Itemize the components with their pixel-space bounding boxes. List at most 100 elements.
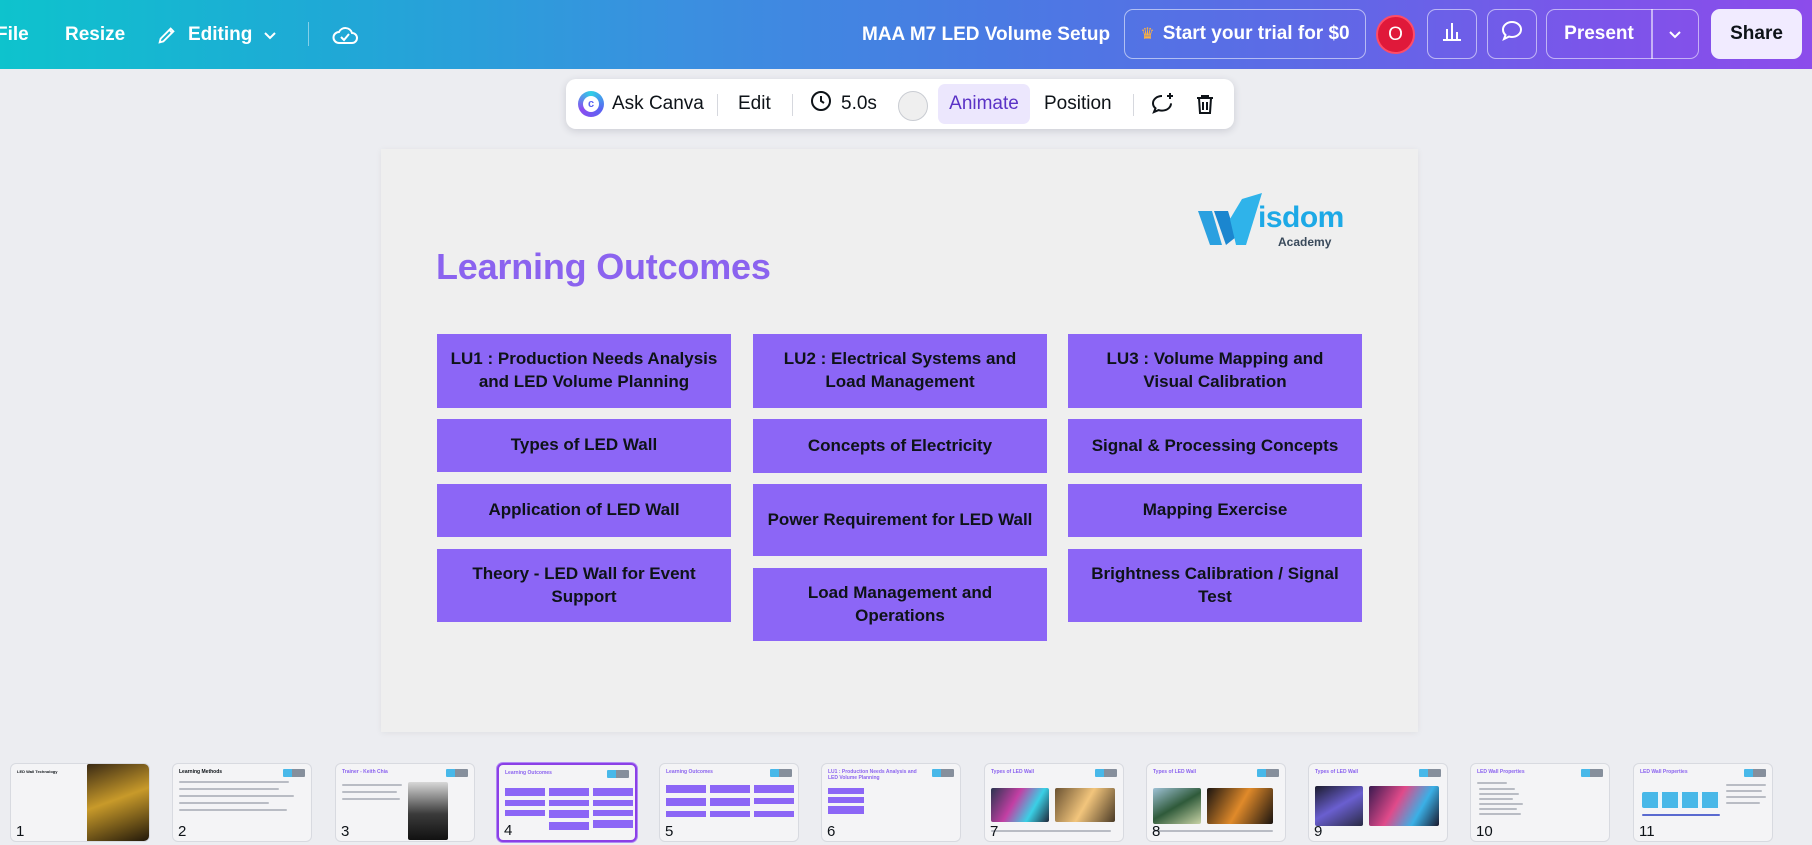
share-button[interactable]: Share [1711,9,1802,59]
thumbnail-line [991,830,1111,832]
page-thumbnail-4[interactable]: Learning Outcomes 4 [497,763,637,842]
thumbnail-box [593,788,633,796]
thumbnail-box [593,820,633,828]
thumbnail-line [179,795,294,797]
thumbnail-logo [1095,769,1117,777]
thumbnail-image [991,788,1049,822]
divider [717,94,718,116]
duration-button[interactable]: 5.0s [809,79,877,129]
outcome-box[interactable]: Types of LED Wall [437,419,731,472]
thumbnail-logo [607,770,629,778]
slide-title[interactable]: Learning Outcomes [436,246,771,287]
thumbnail-line [179,788,279,790]
thumbnail-line [1153,830,1273,832]
thumbnail-box [710,785,750,793]
chevron-down-icon[interactable] [1653,26,1699,42]
editing-mode-button[interactable]: Editing [156,0,278,69]
page-number: 5 [665,823,674,840]
thumbnail-box [666,811,706,817]
page-thumbnail-1[interactable]: LED Wall Technology 1 [10,763,150,842]
present-button[interactable]: Present [1546,9,1699,59]
divider [308,22,309,46]
page-thumbnail-5[interactable]: Learning Outcomes 5 [659,763,799,842]
outcome-box[interactable]: Signal & Processing Concepts [1068,419,1362,473]
document-title[interactable]: MAA M7 LED Volume Setup [862,23,1111,45]
page-thumbnail-6[interactable]: LU1 : Production Needs Analysis and LED … [821,763,961,842]
canva-assistant-icon: c [578,91,604,117]
page-number: 7 [990,823,999,840]
thumbnail-logo [1581,769,1603,777]
page-thumbnail-11[interactable]: LED Wall Properties 11 [1633,763,1773,842]
animate-button[interactable]: Animate [938,84,1030,124]
outcome-box[interactable]: Brightness Calibration / Signal Test [1068,549,1362,622]
thumbnail-logo [932,769,954,777]
page-thumbnail-7[interactable]: Types of LED Wall 7 [984,763,1124,842]
file-menu[interactable]: File [0,23,29,45]
add-comment-icon[interactable] [1150,79,1176,129]
color-swatch[interactable] [898,91,928,121]
thumbnail-image [1055,788,1115,822]
thumbnail-line [1479,808,1517,810]
thumbnail-line [342,784,402,786]
present-label: Present [1564,23,1634,44]
thumbnail-logo [1257,769,1279,777]
thumbnail-line [1479,788,1515,790]
trash-icon[interactable] [1193,79,1217,129]
crown-icon: ♛ [1140,26,1155,43]
page-number: 3 [341,823,350,840]
start-trial-button[interactable]: ♛ Start your trial for $0 [1124,9,1366,59]
thumbnail-line [1479,798,1513,800]
outcome-box[interactable]: Concepts of Electricity [753,419,1047,473]
editing-label: Editing [188,23,253,45]
thumbnail-title: LED Wall Properties [1640,769,1688,775]
thumbnail-line [179,802,269,804]
outcome-box-lu1[interactable]: LU1 : Production Needs Analysis and LED … [437,334,731,408]
ask-canva-label: Ask Canva [612,93,704,114]
thumbnail-logo [446,769,468,777]
thumbnail-box [593,800,633,806]
page-thumbnail-3[interactable]: Trainer - Keith Chia 3 [335,763,475,842]
wisdom-academy-logo[interactable]: isdom Academy [1196,189,1361,253]
thumbnail-line [342,798,400,800]
page-number: 11 [1639,823,1655,840]
thumbnail-title: Types of LED Wall [991,769,1035,775]
cloud-saved-icon[interactable] [331,0,359,69]
page-thumbnail-8[interactable]: Types of LED Wall 8 [1146,763,1286,842]
thumbnail-box [666,785,706,793]
outcome-box[interactable]: Application of LED Wall [437,484,731,537]
slide-canvas[interactable]: Learning Outcomes isdom Academy LU1 : Pr… [381,149,1418,732]
resize-button[interactable]: Resize [65,23,126,45]
outcome-box-lu3[interactable]: LU3 : Volume Mapping and Visual Calibrat… [1068,334,1362,408]
ask-canva-button[interactable]: c Ask Canva [578,79,704,129]
divider [792,94,793,116]
outcome-box-lu2[interactable]: LU2 : Electrical Systems and Load Manage… [753,334,1047,408]
analytics-button[interactable] [1427,9,1477,59]
thumbnail-title: Types of LED Wall [1153,769,1197,775]
page-thumbnail-2[interactable]: Learning Methods 2 [172,763,312,842]
edit-button[interactable]: Edit [738,93,771,114]
thumbnail-line [342,791,397,793]
outcome-box[interactable]: Mapping Exercise [1068,484,1362,537]
duration-label: 5.0s [841,93,877,114]
divider [1133,94,1134,116]
thumbnail-image [1315,786,1363,826]
thumbnail-image [1642,792,1720,808]
thumbnail-title: Learning Outcomes [505,770,552,776]
page-thumbnail-10[interactable]: LED Wall Properties 10 [1470,763,1610,842]
outcome-box[interactable]: Theory - LED Wall for Event Support [437,549,731,622]
thumbnail-line [179,781,289,783]
outcome-box[interactable]: Load Management and Operations [753,568,1047,641]
pencil-icon [156,24,178,46]
thumbnail-line [1642,814,1720,816]
page-number: 2 [178,823,187,840]
position-button[interactable]: Position [1044,93,1112,114]
comments-button[interactable] [1487,9,1537,59]
thumbnail-title: LED Wall Properties [1477,769,1525,775]
avatar[interactable]: O [1376,15,1415,54]
thumbnail-image [87,764,149,841]
page-thumbnail-9[interactable]: Types of LED Wall 9 [1308,763,1448,842]
thumbnail-image [408,782,448,840]
page-thumbnails: LED Wall Technology 1 Learning Methods 2… [0,755,1812,845]
outcome-box[interactable]: Power Requirement for LED Wall [753,484,1047,556]
thumbnail-box [754,798,794,804]
